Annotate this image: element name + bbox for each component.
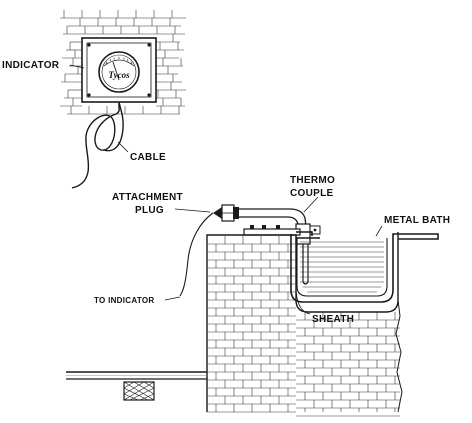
upper-brick-wall: [60, 10, 186, 115]
thermocouple-leader-line: [303, 196, 319, 213]
dial-brand-text: Tycos: [108, 70, 130, 80]
cable: [71, 101, 124, 189]
label-indicator: INDICATOR: [2, 60, 60, 71]
attachment-plug: [213, 204, 239, 222]
to-indicator-leader-line: [164, 296, 181, 301]
indicator-wire: [179, 212, 214, 297]
plug-leader-line: [174, 208, 211, 213]
label-thermo: THERMO: [290, 175, 335, 186]
floor-plank: [66, 371, 207, 380]
label-sheath: SHEATH: [312, 314, 354, 325]
label-to-indicator: TO INDICATOR: [94, 296, 155, 305]
metal-bath: [290, 231, 439, 303]
label-metal-bath: METAL BATH: [384, 215, 450, 226]
metal-bath-leader-line: [375, 225, 383, 237]
sheath-leader-line: [295, 285, 311, 315]
cable-leader-line: [117, 141, 129, 153]
label-cable: CABLE: [130, 152, 166, 163]
mounting-plate: [243, 225, 301, 236]
label-attachment: ATTACHMENT: [112, 192, 183, 203]
thermocouple-assembly: [239, 208, 321, 285]
label-couple: COUPLE: [290, 188, 333, 199]
label-plug: PLUG: [135, 205, 164, 216]
indicator-leader-line: [69, 64, 85, 69]
support-block: [123, 381, 155, 401]
lower-brick-wall: [206, 232, 403, 417]
indicator-dial: Tycos: [98, 51, 140, 93]
